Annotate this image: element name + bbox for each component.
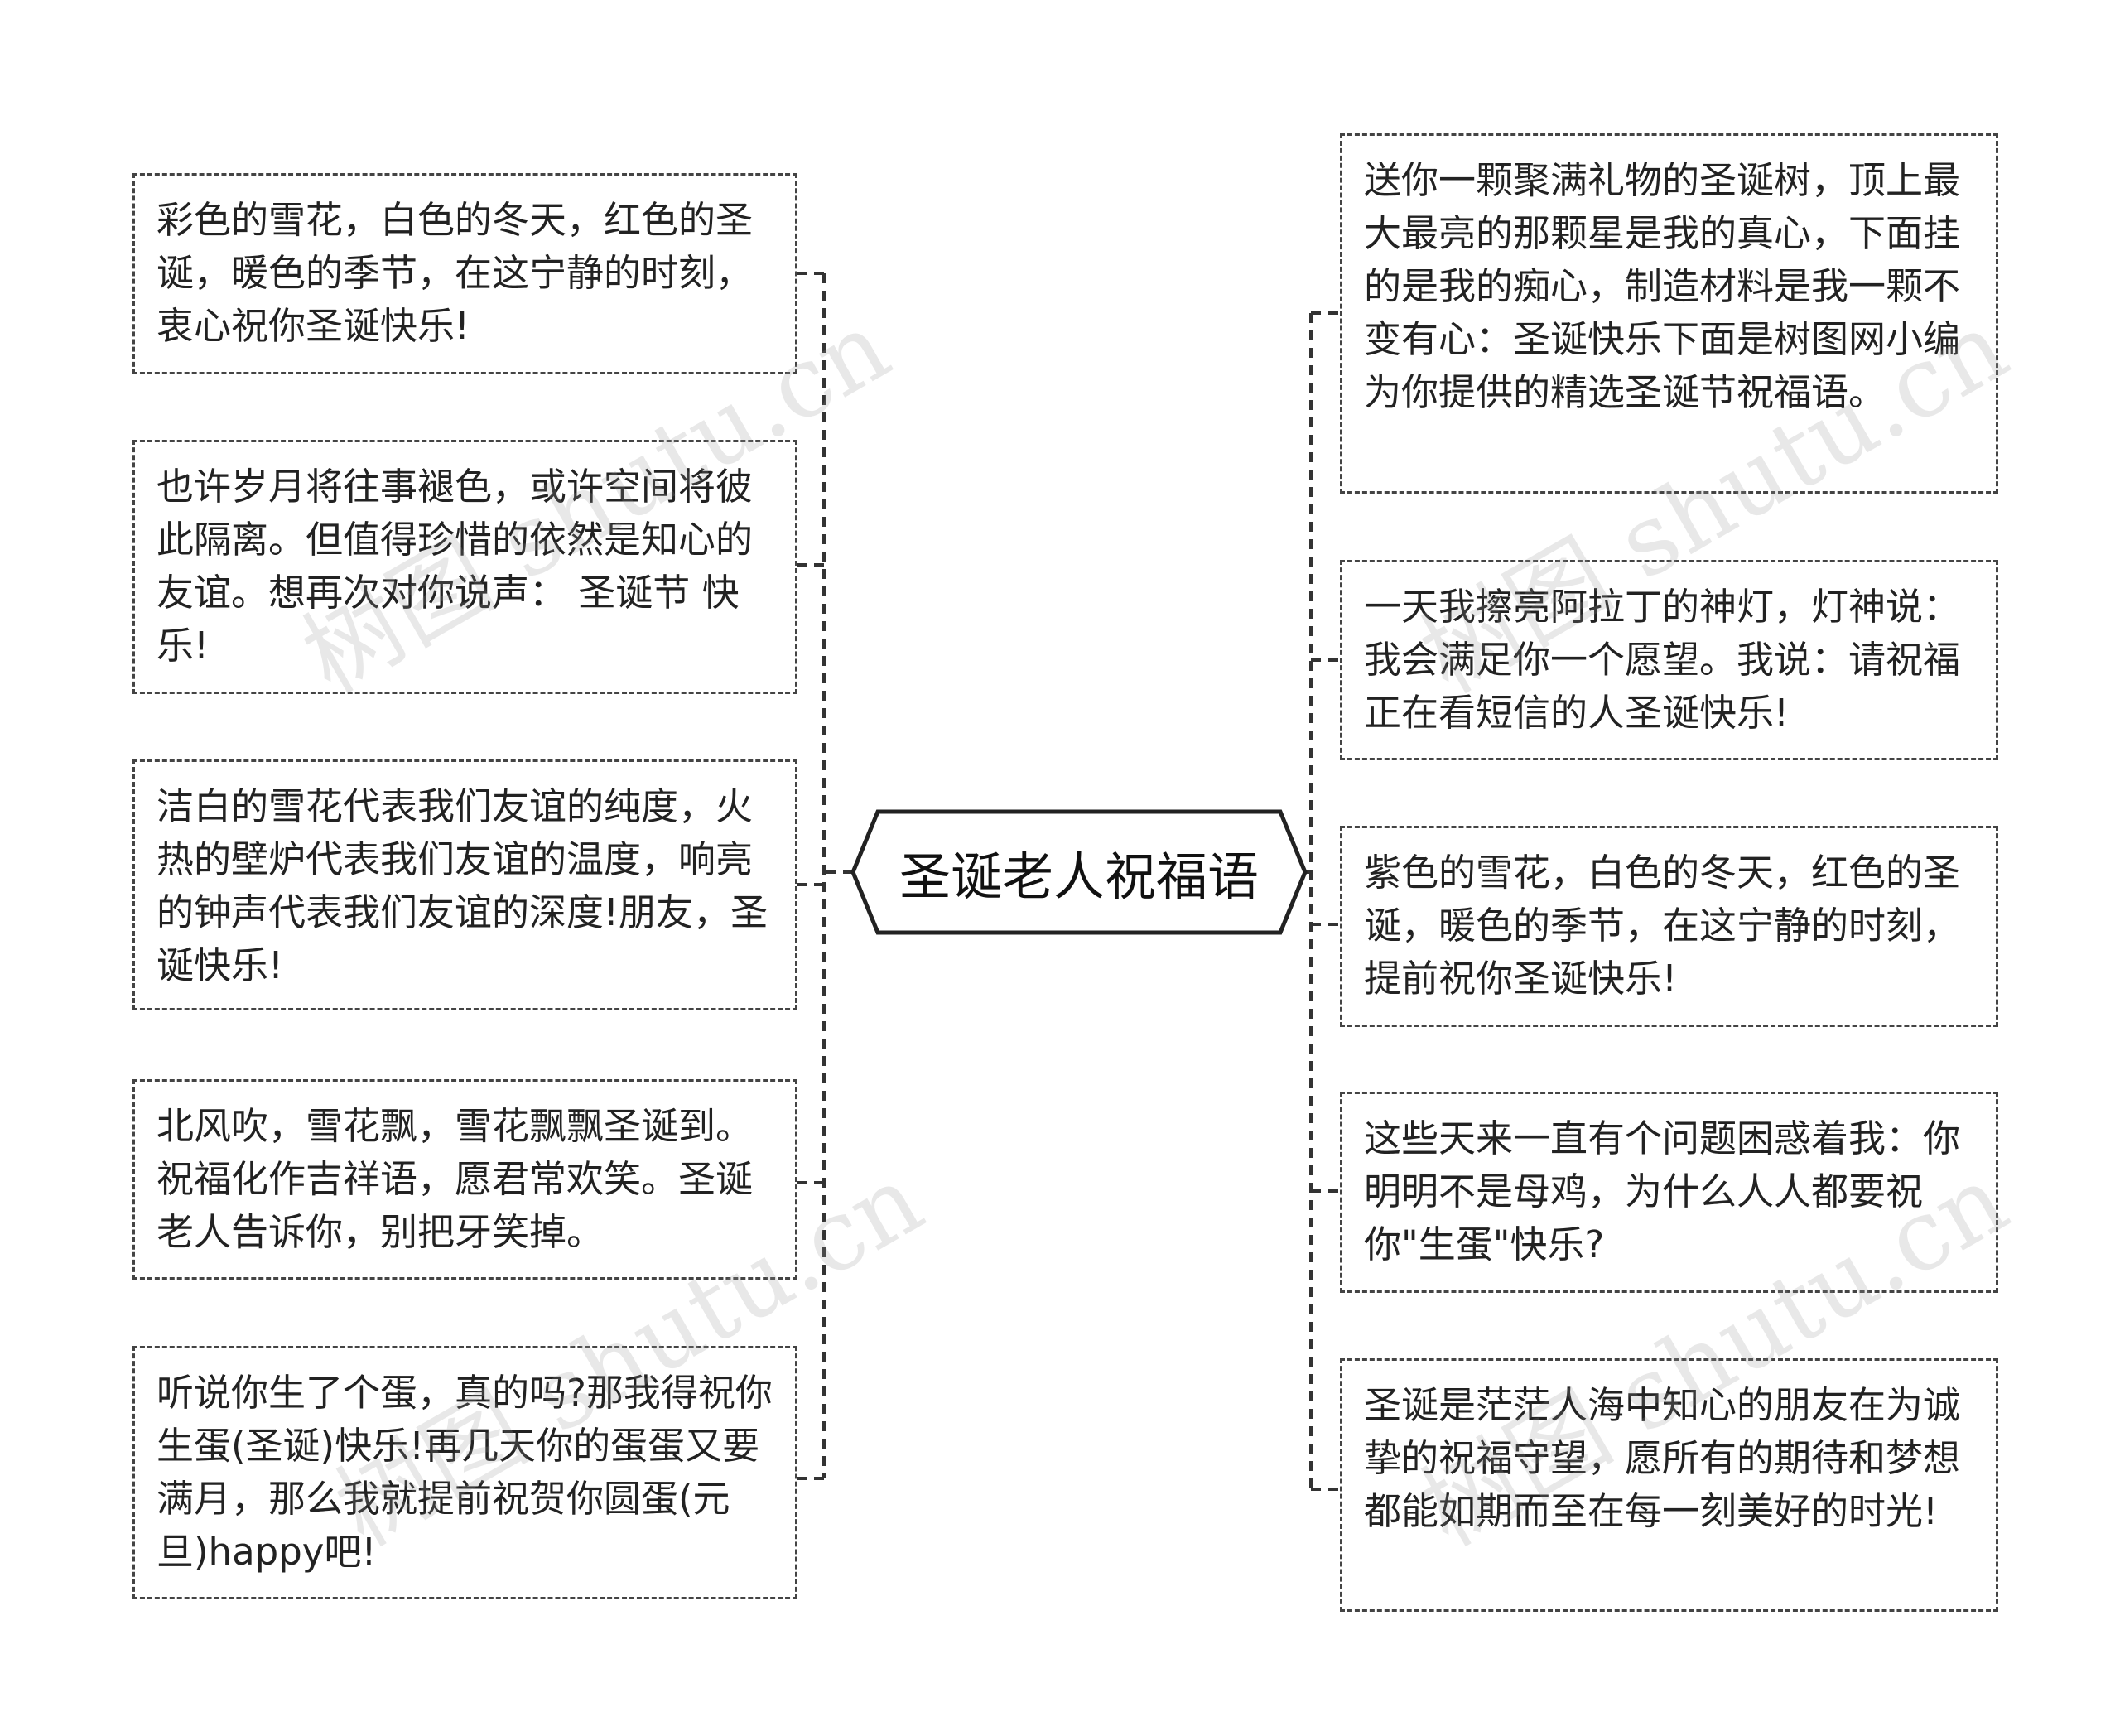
- right-node-2[interactable]: 一天我擦亮阿拉丁的神灯，灯神说：我会满足你一个愿望。我说：请祝福正在看短信的人圣…: [1340, 560, 1998, 760]
- right-node-1-text: 送你一颗聚满礼物的圣诞树，顶上最大最亮的那颗星是我的真心，下面挂的是我的痴心，制…: [1364, 158, 1961, 414]
- right-node-3-text: 紫色的雪花，白色的冬天，红色的圣诞，暖色的季节，在这宁静的时刻，提前祝你圣诞快乐…: [1364, 851, 1961, 1001]
- left-node-3-text: 洁白的雪花代表我们友谊的纯度，火热的壁炉代表我们友谊的温度，响亮的钟声代表我们友…: [157, 784, 768, 987]
- left-node-3[interactable]: 洁白的雪花代表我们友谊的纯度，火热的壁炉代表我们友谊的温度，响亮的钟声代表我们友…: [132, 760, 797, 1010]
- right-node-4-text: 这些天来一直有个问题困惑着我：你明明不是母鸡，为什么人人都要祝你"生蛋"快乐?: [1364, 1116, 1961, 1266]
- right-node-2-text: 一天我擦亮阿拉丁的神灯，灯神说：我会满足你一个愿望。我说：请祝福正在看短信的人圣…: [1364, 585, 1961, 735]
- left-node-1-text: 彩色的雪花，白色的冬天，红色的圣诞，暖色的季节，在这宁静的时刻，衷心祝你圣诞快乐…: [157, 198, 754, 348]
- right-node-1[interactable]: 送你一颗聚满礼物的圣诞树，顶上最大最亮的那颗星是我的真心，下面挂的是我的痴心，制…: [1340, 133, 1998, 494]
- right-node-4[interactable]: 这些天来一直有个问题困惑着我：你明明不是母鸡，为什么人人都要祝你"生蛋"快乐?: [1340, 1092, 1998, 1293]
- left-node-1[interactable]: 彩色的雪花，白色的冬天，红色的圣诞，暖色的季节，在这宁静的时刻，衷心祝你圣诞快乐…: [132, 173, 797, 374]
- center-node-label[interactable]: 圣诞老人祝福语: [899, 846, 1259, 907]
- left-node-5-text: 听说你生了个蛋，真的吗?那我得祝你生蛋(圣诞)快乐!再几天你的蛋蛋又要满月，那么…: [157, 1371, 773, 1574]
- left-node-2[interactable]: 也许岁月将往事褪色，或许空间将彼此隔离。但值得珍惜的依然是知心的友谊。想再次对你…: [132, 440, 797, 694]
- right-node-5[interactable]: 圣诞是茫茫人海中知心的朋友在为诚挚的祝福守望，愿所有的期待和梦想都能如期而至在每…: [1340, 1358, 1998, 1612]
- right-node-5-text: 圣诞是茫茫人海中知心的朋友在为诚挚的祝福守望，愿所有的期待和梦想都能如期而至在每…: [1364, 1383, 1961, 1533]
- right-node-3[interactable]: 紫色的雪花，白色的冬天，红色的圣诞，暖色的季节，在这宁静的时刻，提前祝你圣诞快乐…: [1340, 826, 1998, 1027]
- left-node-4[interactable]: 北风吹，雪花飘，雪花飘飘圣诞到。祝福化作吉祥语，愿君常欢笑。圣诞老人告诉你，别把…: [132, 1079, 797, 1280]
- left-node-2-text: 也许岁月将往事褪色，或许空间将彼此隔离。但值得珍惜的依然是知心的友谊。想再次对你…: [157, 465, 754, 668]
- left-node-4-text: 北风吹，雪花飘，雪花飘飘圣诞到。祝福化作吉祥语，愿君常欢笑。圣诞老人告诉你，别把…: [157, 1104, 754, 1254]
- left-node-5[interactable]: 听说你生了个蛋，真的吗?那我得祝你生蛋(圣诞)快乐!再几天你的蛋蛋又要满月，那么…: [132, 1346, 797, 1599]
- center-node-shape: [850, 809, 1308, 935]
